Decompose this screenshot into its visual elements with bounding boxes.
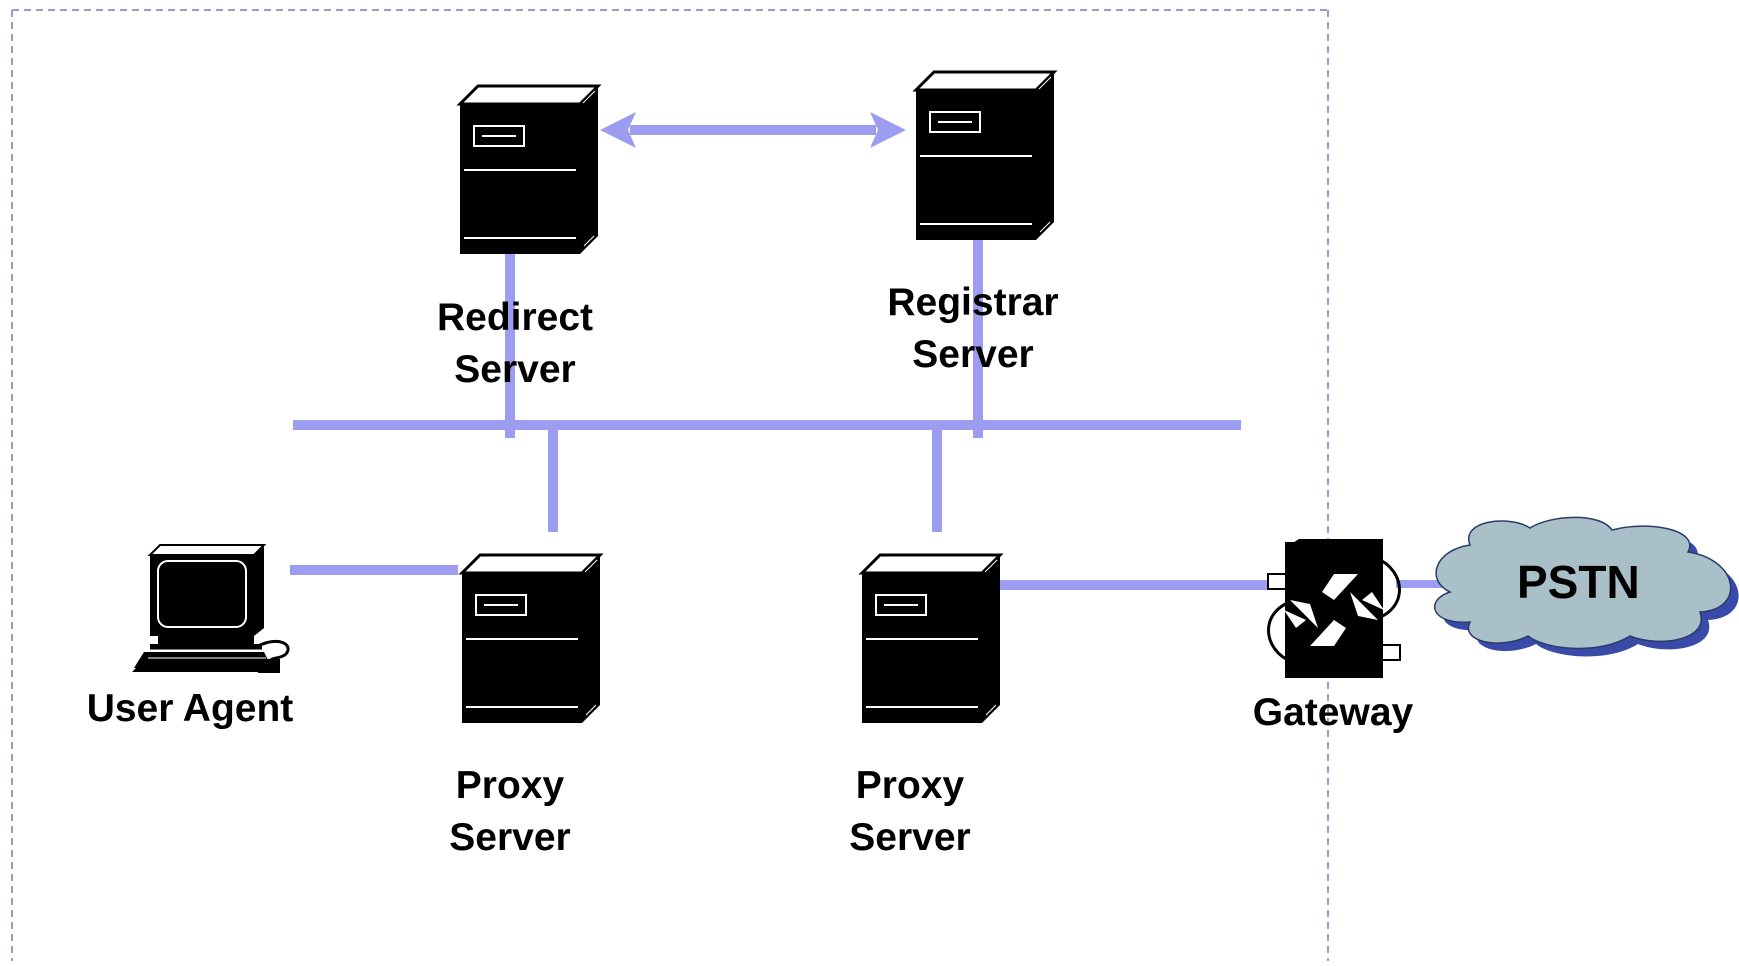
registrar-server-label-line1: Registrar (887, 281, 1059, 324)
redirect-server-label: Redirect Server (415, 292, 615, 396)
workstation-icon (132, 544, 290, 673)
gateway-icon (1267, 539, 1401, 678)
cloud-icon (1433, 516, 1739, 657)
double-arrow-icon (600, 112, 906, 148)
registrar-server-label: Registrar Server (868, 277, 1078, 381)
registrar-server-label-line2: Server (912, 333, 1034, 376)
proxy-server-right-label-line2: Server (849, 816, 971, 859)
user-agent-label: User Agent (86, 687, 294, 730)
gateway-label: Gateway (1252, 691, 1414, 734)
proxy-server-right-label: Proxy Server (820, 760, 1000, 864)
redirect-server-label-line2: Server (454, 348, 576, 391)
proxy-server-right-label-line1: Proxy (855, 764, 965, 807)
proxy-server-left-label: Proxy Server (420, 760, 600, 864)
registrar-server-icon (914, 70, 1056, 242)
redirect-server-icon (458, 84, 600, 256)
redirect-server-label-line1: Redirect (436, 296, 594, 339)
proxy-server-right-icon (860, 553, 1002, 725)
pstn-label: PSTN (1517, 556, 1640, 608)
proxy-server-left-label-line2: Server (449, 816, 571, 859)
network-boundary (11, 9, 1329, 961)
proxy-server-left-label-line1: Proxy (455, 764, 565, 807)
network-links (290, 125, 1445, 590)
proxy-server-left-icon (460, 553, 602, 725)
